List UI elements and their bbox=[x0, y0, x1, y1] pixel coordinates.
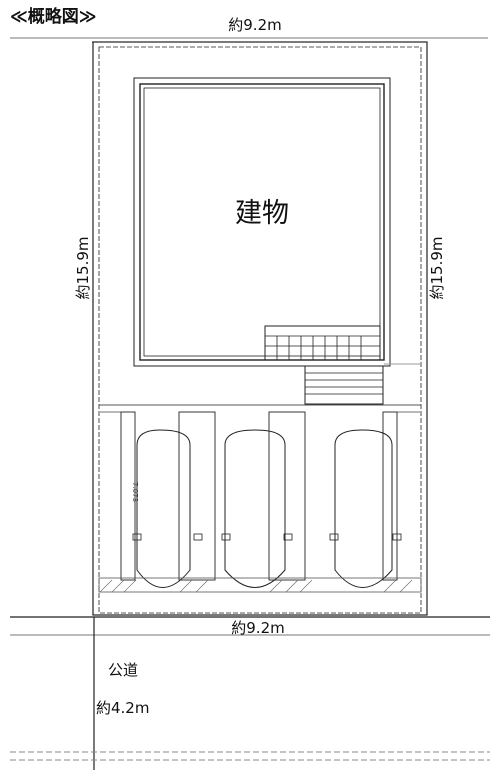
entrance-grid bbox=[264, 325, 381, 361]
top-width-label: 約9.2m bbox=[228, 16, 281, 34]
bottom-width-label: 約9.2m bbox=[231, 619, 284, 637]
parking-bottom-strip bbox=[98, 577, 422, 593]
entrance-steps bbox=[304, 363, 420, 405]
parking-note: 7.073 bbox=[131, 482, 139, 502]
lot-outline bbox=[92, 41, 428, 616]
parking-car-1 bbox=[132, 429, 203, 588]
building-footprint bbox=[133, 77, 391, 367]
diagram-title: ≪概略図≫ bbox=[10, 6, 97, 27]
parking-car-2 bbox=[221, 429, 293, 588]
road-width-label: 約4.2m bbox=[96, 699, 149, 717]
left-depth-label: 約15.9m bbox=[74, 236, 92, 299]
building-label: 建物 bbox=[235, 198, 289, 229]
parking-car-3 bbox=[329, 429, 402, 588]
parking-dividers bbox=[100, 411, 420, 581]
road-label: 公道 bbox=[108, 661, 138, 679]
right-depth-label: 約15.9m bbox=[428, 236, 446, 299]
